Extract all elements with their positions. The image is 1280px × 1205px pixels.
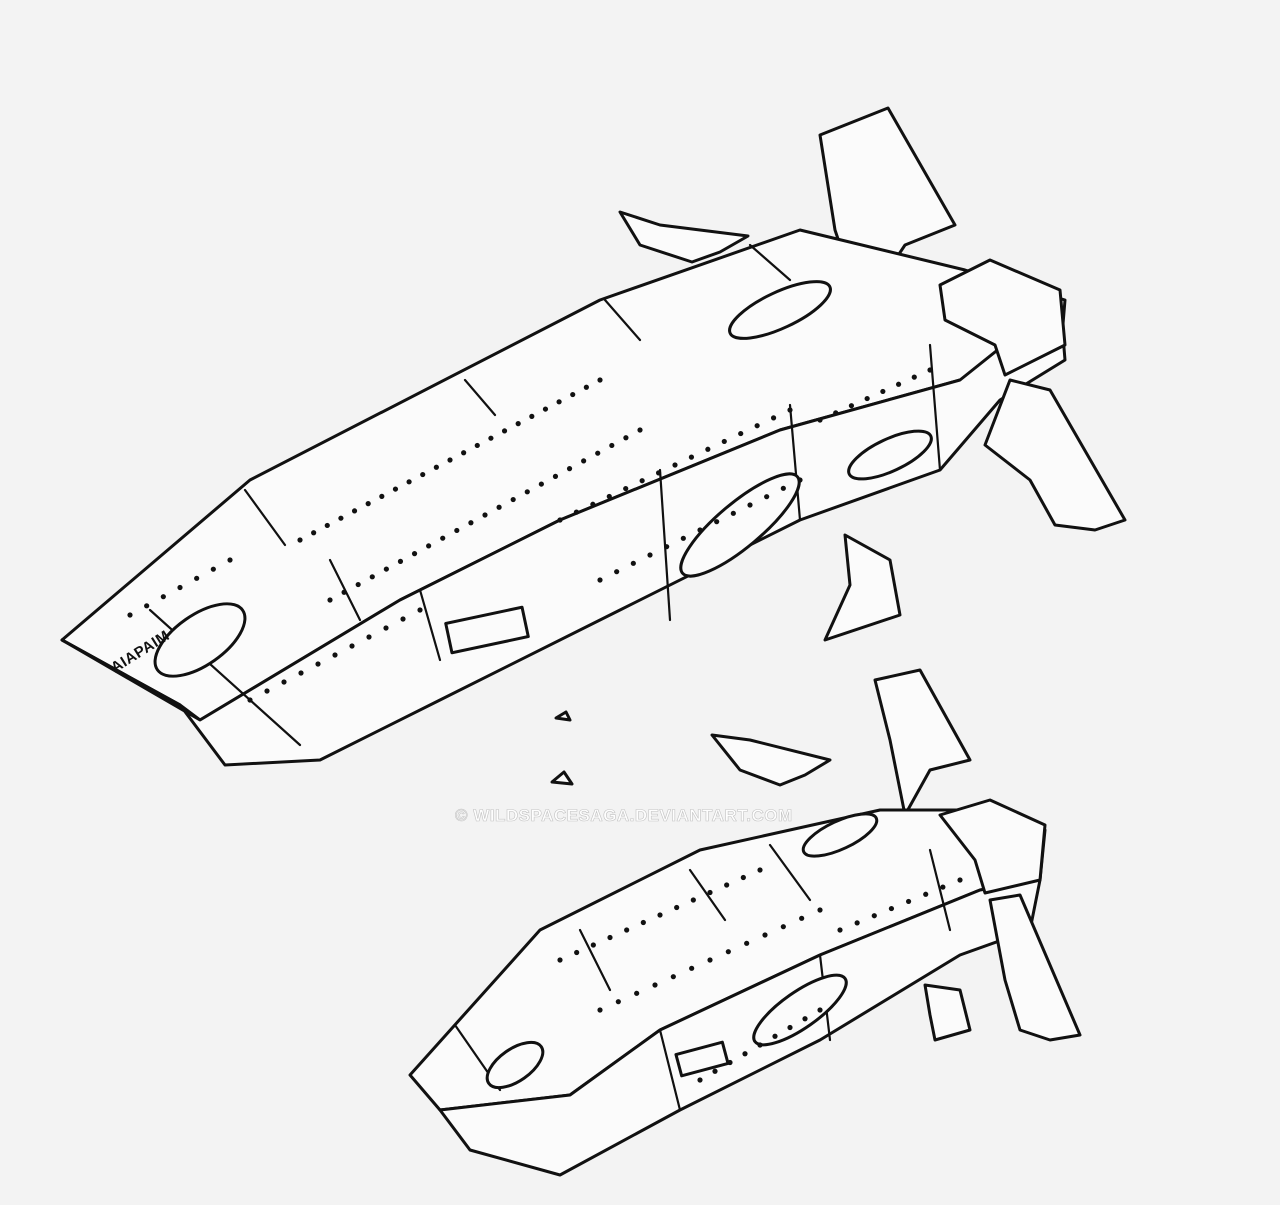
debris-mark (550, 770, 574, 786)
large-ship-side-intake (679, 472, 801, 578)
small-ship-rivets (557, 867, 963, 1083)
large-ship-lower-fin (983, 378, 1127, 532)
small-ship-left-fin (710, 733, 832, 787)
small-ship-ventral-fin (923, 983, 972, 1042)
large-ship-left-fin (618, 210, 750, 264)
large-ship-cockpit-canopy (153, 602, 247, 678)
large-ship-engine-block (938, 258, 1067, 377)
large-ship-rear-intake (847, 429, 933, 481)
debris-mark (554, 710, 572, 722)
large-ship-intake (728, 280, 832, 340)
small-ship-lower-fin (988, 893, 1082, 1042)
small-ship-side-intake (752, 973, 848, 1047)
small-ship-dorsal-fin (873, 668, 972, 817)
small-ship-engine-block (938, 798, 1047, 895)
large-ship-ventral-fin (823, 533, 902, 642)
large-spaceship (60, 106, 1127, 767)
watermark: © WILDSPACESAGA.DEVIANTART.COM (455, 806, 793, 826)
large-ship-rivets (127, 367, 933, 703)
small-ship-intake (801, 812, 879, 858)
large-ship-hull-side (60, 298, 1067, 767)
large-ship-hatch (444, 605, 530, 655)
small-ship-hatch (674, 1040, 730, 1078)
small-ship-cockpit-canopy (485, 1040, 545, 1090)
small-spaceship (408, 668, 1082, 1177)
